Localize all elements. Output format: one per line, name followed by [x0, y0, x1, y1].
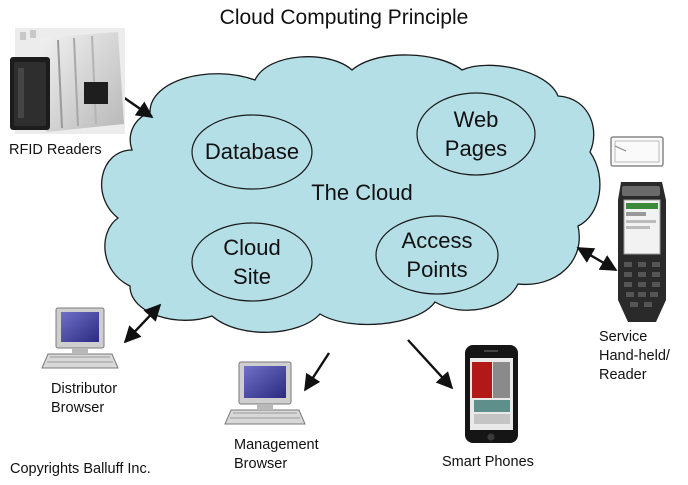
service-reader-line-3: Reader	[599, 367, 647, 383]
distributor-computer-icon	[41, 307, 119, 369]
distributor-browser-line-1: Distributor	[51, 381, 118, 397]
web-pages-line-1: Web	[453, 107, 499, 132]
access-points-label: Access Points	[376, 226, 498, 284]
access-points-line-2: Points	[406, 257, 468, 282]
cloud-site-line-2: Site	[233, 264, 271, 289]
handheld-reader-icon	[618, 182, 666, 322]
cloud-label: The Cloud	[311, 180, 413, 205]
management-computer-icon	[224, 361, 306, 425]
web-pages-line-2: Pages	[444, 136, 508, 161]
management-browser-line-2: Browser	[234, 456, 288, 472]
distributor-browser-line-2: Browser	[51, 400, 105, 416]
arrow-distributor-cloud	[123, 303, 162, 344]
rfid-reader-icon	[10, 28, 125, 134]
access-points-line-1: Access	[401, 228, 473, 253]
arrow-cloud-to-phones	[407, 339, 454, 390]
cloud-site-line-1: Cloud	[223, 235, 281, 260]
service-reader-line-1: Service	[599, 329, 648, 345]
rfid-readers-label: RFID Readers	[9, 142, 102, 158]
cloud-shape	[101, 54, 601, 333]
access-points-ellipse	[375, 215, 499, 295]
database-ellipse	[191, 114, 313, 190]
management-browser-line-1: Management	[234, 437, 319, 453]
smart-phones-label: Smart Phones	[442, 454, 534, 470]
management-browser-label: Management Browser	[234, 436, 319, 474]
smartphone-icon	[465, 345, 518, 443]
rfid-tag-icon	[610, 136, 664, 167]
arrow-cloud-to-management	[303, 352, 331, 392]
cloud-site-label: Cloud Site	[192, 233, 312, 291]
database-label: Database	[204, 139, 300, 164]
web-pages-ellipse	[416, 92, 536, 176]
service-reader-label: Service Hand-held/ Reader	[599, 328, 670, 385]
copyright-text: Copyrights Balluff Inc.	[10, 461, 151, 477]
service-reader-line-2: Hand-held/	[599, 348, 670, 364]
diagram-title: Cloud Computing Principle	[219, 6, 469, 29]
cloud-site-ellipse	[191, 222, 313, 302]
arrow-cloud-handheld	[576, 246, 618, 272]
web-pages-label: Web Pages	[417, 105, 535, 163]
distributor-browser-label: Distributor Browser	[51, 380, 117, 418]
